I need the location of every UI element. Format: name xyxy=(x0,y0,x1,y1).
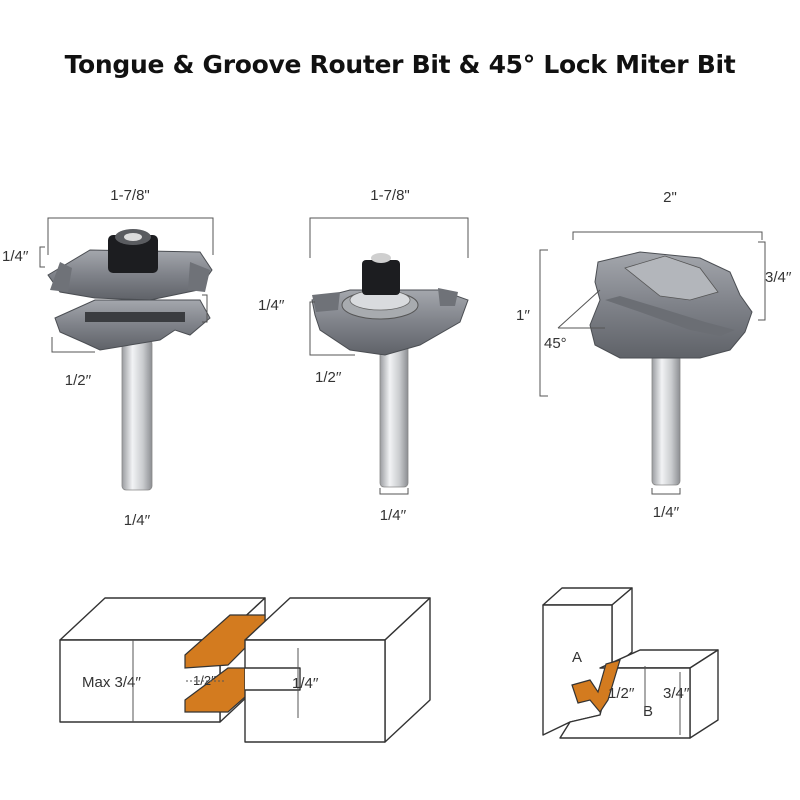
page-title: Tongue & Groove Router Bit & 45° Lock Mi… xyxy=(64,50,736,79)
max-height-label: Max 3/4′′ xyxy=(82,674,141,691)
shank-dim xyxy=(379,488,409,495)
part-a-label: A xyxy=(572,649,582,666)
diameter-label: 2" xyxy=(663,189,677,206)
lock-miter-bit: 2" 1′′ 3/4′′ 45° 1/4′′ xyxy=(516,189,792,521)
shank-label: 1/4′′ xyxy=(124,512,151,529)
groove-width-label: 1/4′′ xyxy=(292,675,319,692)
tongue-groove-joint-diagram: Max 3/4′′ 1/2′′ 1/4′′ xyxy=(59,597,431,743)
depth-label: 1/2′′ xyxy=(65,372,92,389)
height-label: 1′′ xyxy=(516,307,530,324)
shank-label: 1/4′′ xyxy=(380,507,407,524)
diameter-dim xyxy=(47,217,214,255)
depth-dim xyxy=(51,337,95,353)
cut-height-dim xyxy=(758,241,766,321)
angle-label: 45° xyxy=(544,335,567,352)
cut-height-dim xyxy=(309,301,355,356)
shank-label: 1/4′′ xyxy=(653,504,680,521)
shank-dim xyxy=(651,488,681,495)
inner-dim-label: 1/2′′ xyxy=(608,685,635,702)
depth-label: 1/2′′ xyxy=(315,369,342,386)
part-b-label: B xyxy=(643,703,653,720)
shank xyxy=(121,339,153,491)
tongue-length-label: 1/2′′ xyxy=(193,673,217,688)
angle-dim xyxy=(557,289,605,329)
lock-miter-joint-diagram: A B 1/2′′ 3/4′′ xyxy=(542,587,719,739)
outer-dim-label: 3/4′′ xyxy=(663,685,690,702)
diameter-label: 1-7/8" xyxy=(370,187,410,204)
groove-bit: 1-7/8" 1/4′′ 1/2′′ 1/4′′ xyxy=(2,187,214,529)
cut-height-label: 1/4′′ xyxy=(258,297,285,314)
cut-height-label: 1/4′′ xyxy=(2,248,29,265)
lower-cutter xyxy=(54,299,211,351)
arbor-nut xyxy=(362,260,400,295)
diameter-dim xyxy=(572,231,763,240)
shank xyxy=(651,354,681,486)
shank xyxy=(379,344,409,488)
cut-height-label: 3/4′′ xyxy=(765,269,792,286)
diameter-dim xyxy=(309,217,469,258)
cut-height-dim xyxy=(39,246,45,268)
arbor-nut xyxy=(108,235,158,273)
tongue-bit: 1-7/8" 1/4′′ 1/2′′ 1/4′′ xyxy=(258,187,469,524)
height-dim xyxy=(539,249,548,397)
diameter-label: 1-7/8" xyxy=(110,187,150,204)
